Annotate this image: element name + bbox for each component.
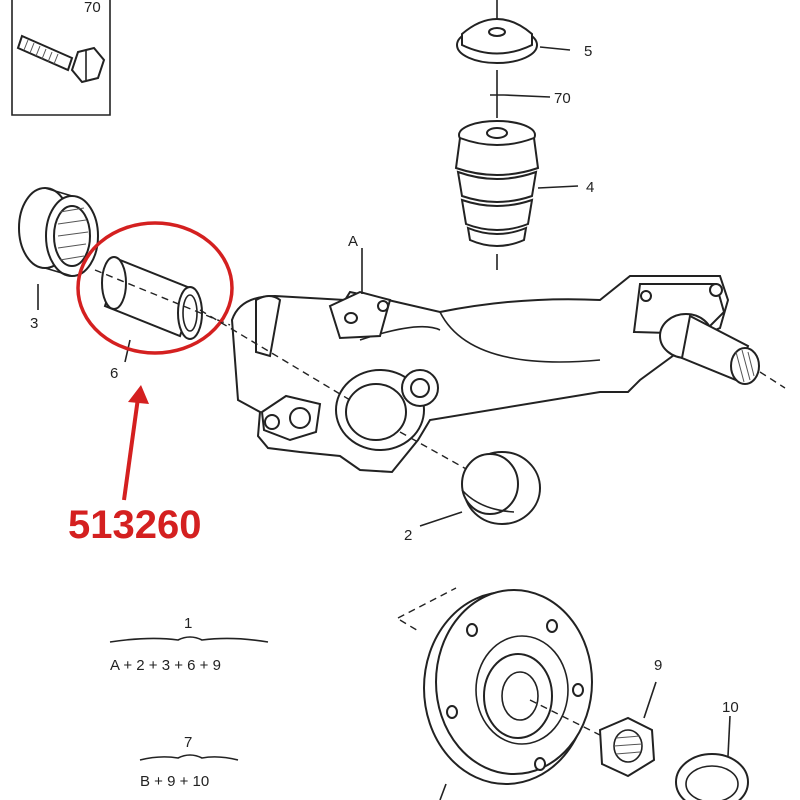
formula-1-expression: A + 2 + 3 + 6 + 9	[110, 657, 221, 674]
callout-70-box: 70	[84, 0, 101, 16]
callout-9: 9	[654, 657, 662, 674]
callout-70-mid: 70	[554, 90, 571, 107]
bushing-ring-icon: 3	[18, 187, 99, 332]
highlight-annotation: 513260	[68, 221, 234, 547]
bump-stop-cup-icon: 5	[456, 0, 592, 64]
bushing-sleeve-icon: 6	[94, 256, 231, 382]
callout-3: 3	[30, 315, 38, 332]
highlight-arrow	[122, 397, 140, 501]
callout-5: 5	[584, 43, 592, 60]
formula-1-number: 1	[184, 615, 192, 632]
bolt-inset: 70	[11, 0, 111, 116]
callout-6: 6	[110, 365, 118, 382]
cap-icon: 2	[399, 431, 541, 544]
highlight-arrowhead	[128, 385, 149, 404]
formula-1: 1 A + 2 + 3 + 6 + 9	[109, 615, 269, 674]
seal-ring-icon: 10	[675, 699, 749, 800]
callout-70-mid-group: 70	[490, 70, 571, 118]
formula-7: 7 B + 9 + 10	[139, 734, 239, 790]
formula-7-number: 7	[184, 734, 192, 751]
callout-10: 10	[722, 699, 739, 716]
callout-4: 4	[586, 179, 594, 196]
callout-2: 2	[404, 527, 412, 544]
trailing-arm-icon: A	[199, 233, 786, 474]
wheel-hub-icon	[397, 587, 611, 800]
highlight-circle	[76, 221, 234, 355]
formula-7-expression: B + 9 + 10	[140, 773, 209, 790]
part-number: 513260	[68, 503, 201, 547]
bolt-icon	[16, 34, 106, 84]
nut-icon: 9	[598, 657, 662, 778]
callout-A: A	[348, 233, 358, 250]
bump-stop-icon: 4	[454, 120, 594, 270]
